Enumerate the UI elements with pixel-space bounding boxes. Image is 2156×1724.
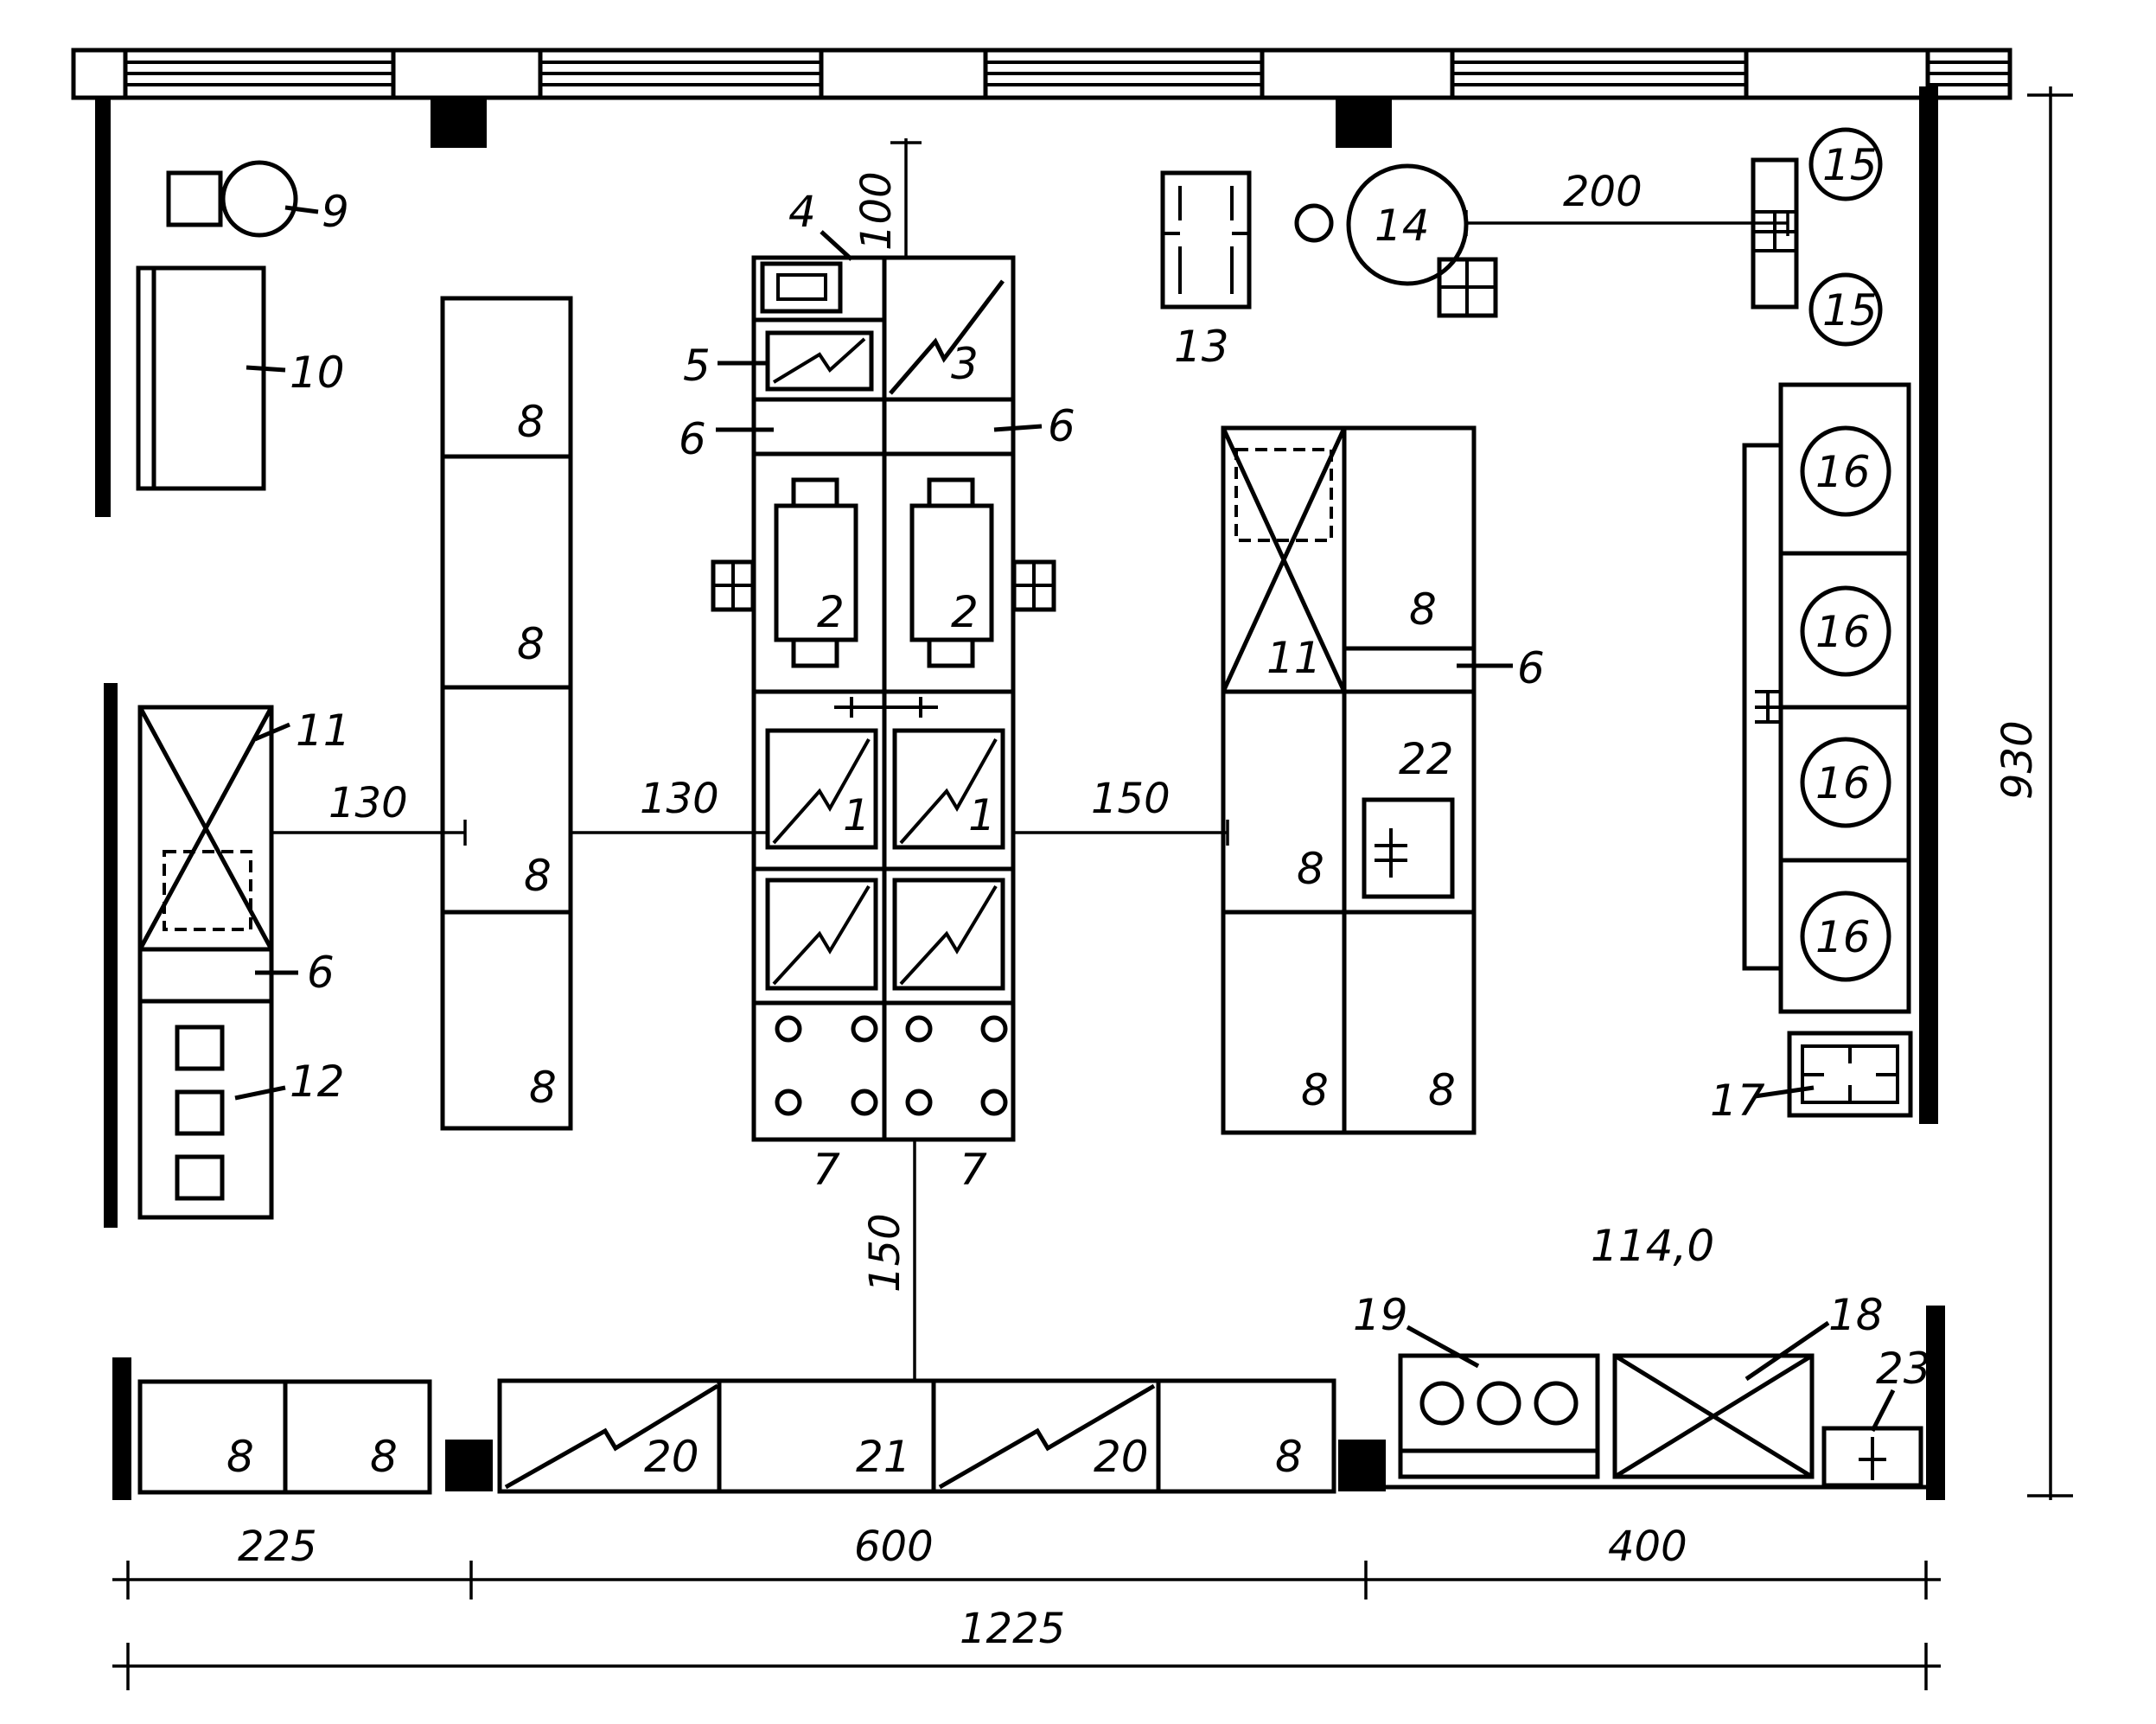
- label-8-right-2: 8: [1297, 844, 1324, 894]
- equipment-17: 17: [1710, 1031, 1913, 1126]
- label-9: 9: [322, 187, 349, 237]
- label-7-right: 7: [960, 1145, 987, 1195]
- label-4: 4: [788, 187, 816, 237]
- label-8-col-1: 8: [517, 397, 545, 447]
- dim-150-vertical: 150: [861, 1213, 909, 1293]
- label-16-2: 16: [1815, 607, 1871, 657]
- label-13: 13: [1174, 322, 1229, 372]
- equipment-13: 13: [1160, 170, 1252, 372]
- column: [1336, 98, 1392, 148]
- dim-600: 600: [854, 1523, 934, 1571]
- top-wall: [71, 48, 2012, 148]
- dim-1225: 1225: [960, 1605, 1065, 1653]
- dim-130-mid: 130: [640, 775, 719, 823]
- label-20-left: 20: [644, 1432, 699, 1482]
- dim-150-horizontal: 150: [1091, 775, 1170, 823]
- label-1-right: 1: [968, 790, 996, 840]
- label-8-bottom-1: 8: [226, 1432, 254, 1482]
- dim-130-left: 130: [329, 779, 408, 827]
- label-8-bottom-3: 8: [1275, 1432, 1303, 1482]
- dim-225: 225: [238, 1523, 317, 1571]
- label-23: 23: [1876, 1344, 1931, 1394]
- label-14: 14: [1375, 201, 1430, 251]
- label-11-left: 11: [296, 706, 351, 756]
- equipment-14: 14: [1294, 163, 1498, 318]
- label-2-left: 2: [817, 587, 845, 637]
- equipment-16: 16 16 16 16: [1742, 382, 1911, 1014]
- label-3: 3: [951, 339, 979, 389]
- label-15-bottom: 15: [1822, 285, 1878, 335]
- column: [431, 98, 487, 148]
- label-8-right-3: 8: [1301, 1065, 1329, 1115]
- column: [445, 1440, 493, 1491]
- label-20-right: 20: [1094, 1432, 1149, 1482]
- equipment-left-column: 11 6 12: [137, 705, 351, 1220]
- label-17: 17: [1710, 1076, 1765, 1126]
- column: [1338, 1440, 1386, 1491]
- equipment-8-column: 8 8 8 8: [440, 296, 573, 1131]
- side-walls: [95, 86, 1945, 1500]
- label-12: 12: [290, 1057, 345, 1107]
- area-label: 114,0: [1591, 1221, 1714, 1271]
- label-5: 5: [683, 341, 711, 391]
- label-6-island-left: 6: [679, 414, 706, 464]
- equipment-10: 10: [136, 265, 345, 491]
- label-21: 21: [856, 1432, 911, 1482]
- label-18: 18: [1828, 1290, 1884, 1340]
- label-8-right-1: 8: [1409, 584, 1437, 635]
- label-2-right: 2: [951, 587, 979, 637]
- label-8-right-4: 8: [1428, 1065, 1456, 1115]
- dim-400: 400: [1608, 1523, 1687, 1571]
- label-10: 10: [290, 348, 345, 398]
- label-15-top: 15: [1822, 140, 1878, 190]
- right-island: 11 8 6 22 8 8 8: [1221, 425, 1545, 1135]
- bottom-row: 8 8 20 21 20 8 19 18 23: [137, 1290, 1931, 1495]
- label-22: 22: [1399, 734, 1454, 784]
- label-1-left: 1: [843, 790, 871, 840]
- dim-100: 100: [852, 171, 901, 251]
- label-6-left: 6: [307, 948, 335, 998]
- label-6-island-right: 6: [1048, 401, 1075, 451]
- label-16-1: 16: [1815, 447, 1871, 497]
- label-6-right: 6: [1517, 643, 1545, 693]
- dim-930: 930: [1993, 720, 2042, 800]
- label-7-left: 7: [813, 1145, 840, 1195]
- label-8-col-2: 8: [517, 619, 545, 669]
- label-8-bottom-2: 8: [370, 1432, 398, 1482]
- label-11-right: 11: [1266, 633, 1322, 683]
- label-16-4: 16: [1815, 912, 1871, 962]
- label-8-col-4: 8: [529, 1063, 557, 1113]
- label-16-3: 16: [1815, 758, 1871, 808]
- equipment-9: 9: [166, 160, 349, 238]
- equipment-15: 15 15: [1751, 127, 1883, 347]
- central-island: 4 5 3 6 6 2 2 1: [679, 187, 1075, 1195]
- dim-200: 200: [1563, 168, 1643, 216]
- label-8-col-3: 8: [524, 851, 552, 901]
- dimensions: 100 200 130 130 150 150 930: [112, 86, 2073, 1690]
- label-19: 19: [1353, 1290, 1408, 1340]
